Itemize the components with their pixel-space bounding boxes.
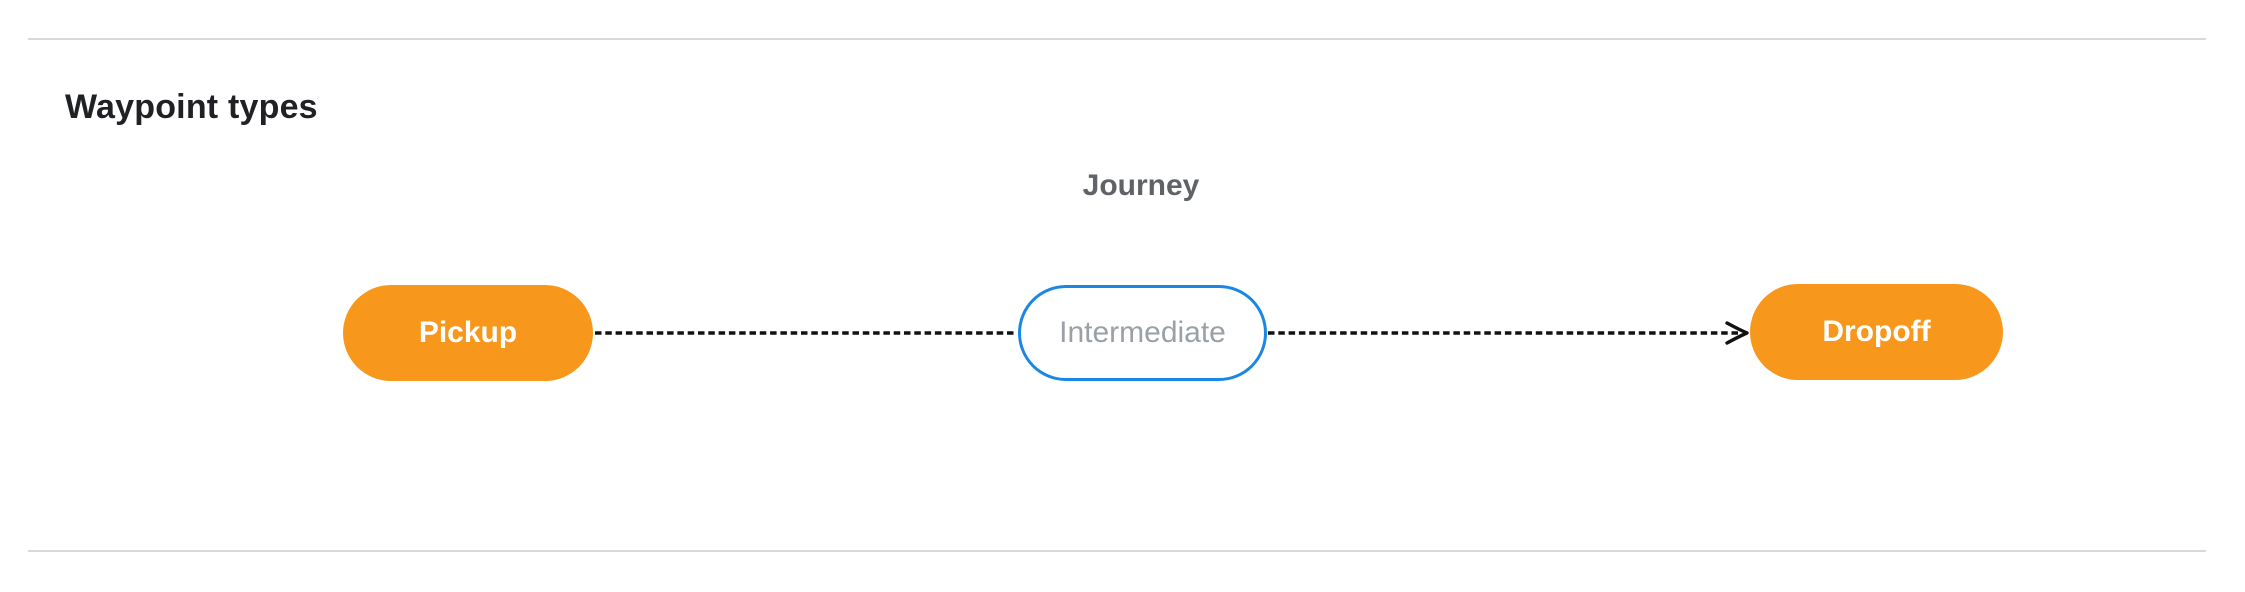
node-dropoff-label: Dropoff [1822, 315, 1931, 348]
page-title: Waypoint types [65, 88, 318, 127]
top-divider [28, 38, 2206, 40]
diagram-title: Journey [1082, 169, 1200, 202]
node-pickup-label: Pickup [418, 316, 518, 349]
node-dropoff: Dropoff [1750, 284, 2003, 380]
node-intermediate: Intermediate [1018, 285, 1267, 381]
bottom-divider [28, 550, 2206, 552]
node-intermediate-label: Intermediate [1059, 316, 1226, 349]
arrowhead-icon [1725, 321, 1749, 345]
node-pickup: Pickup [343, 285, 593, 381]
